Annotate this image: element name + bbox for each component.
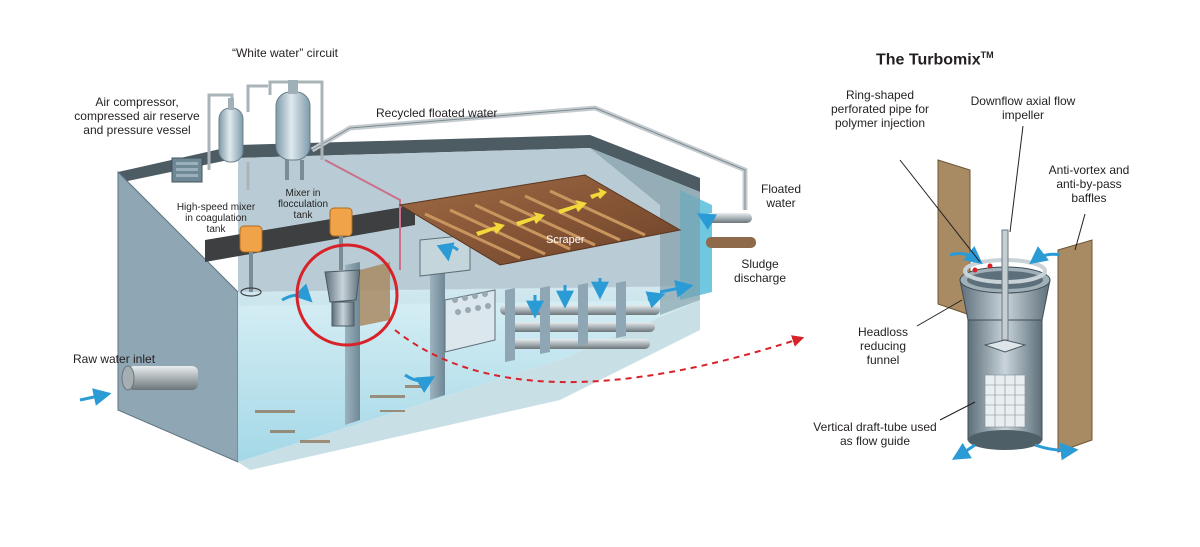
label-floated-water: Floated water	[760, 182, 802, 210]
leader-lines	[899, 125, 1086, 421]
floated-water-outlet	[706, 213, 752, 223]
pressure-vessel	[275, 80, 311, 180]
coagulation-mixer	[239, 225, 263, 297]
label-funnel: Headloss reducing funnel	[857, 325, 909, 367]
flocculation-mixer	[329, 207, 353, 270]
right-baffle	[1057, 239, 1093, 453]
label-recycled-floated-water: Recycled floated water	[376, 106, 498, 120]
label-sludge-discharge: Sludge discharge	[733, 257, 787, 285]
tank-top-deck	[118, 135, 700, 192]
air-reserve-vessel	[218, 98, 244, 163]
flotation-tank	[117, 135, 712, 470]
highlight-circle	[295, 243, 399, 347]
sludge-discharge-pipe	[706, 237, 756, 248]
detail-flow-arrows	[949, 245, 1079, 461]
sludge-specks	[255, 385, 425, 443]
turbomix-title-text: The Turbomix	[876, 51, 981, 69]
label-air-compressor: Air compressor, compressed air reserve a…	[74, 95, 200, 137]
tube-grid	[984, 374, 1026, 428]
end-wall-right	[590, 148, 700, 315]
turbomix-small	[324, 262, 390, 327]
turbomix-detail	[899, 125, 1093, 461]
polymer-line	[324, 159, 401, 270]
turbomix-title: The TurbomixTM	[876, 46, 994, 69]
scraper-yellow-arrows	[476, 188, 607, 236]
raw-water-inlet-pipe	[121, 365, 198, 391]
flow-arrows	[79, 213, 717, 406]
air-compressor	[171, 157, 203, 183]
label-mixer-flocculation: Mixer in flocculation tank	[277, 188, 329, 221]
label-scraper: Scraper	[546, 234, 585, 246]
impeller-shaft	[1001, 229, 1009, 341]
label-high-speed-mixer: High-speed mixer in coagulation tank	[176, 202, 256, 235]
mixers	[239, 207, 390, 327]
flocculation-divider	[430, 248, 445, 400]
inlet-arrow	[79, 388, 112, 406]
label-baffles: Anti-vortex and anti-by-pass baffles	[1048, 163, 1130, 205]
tank-floor	[238, 300, 700, 470]
scraper-assembly	[398, 174, 682, 266]
label-raw-water-inlet: Raw water inlet	[73, 352, 156, 366]
label-impeller: Downflow axial flow impeller	[970, 94, 1076, 122]
turbomix-title-mark: TM	[980, 50, 994, 60]
label-ring-pipe: Ring-shaped perforated pipe for polymer …	[830, 88, 930, 130]
air-nozzles	[452, 291, 491, 315]
impeller	[983, 339, 1027, 353]
label-white-water: “White water” circuit	[231, 46, 338, 60]
piping	[121, 80, 756, 391]
label-draft-tube: Vertical draft-tube used as flow guide	[813, 420, 937, 448]
